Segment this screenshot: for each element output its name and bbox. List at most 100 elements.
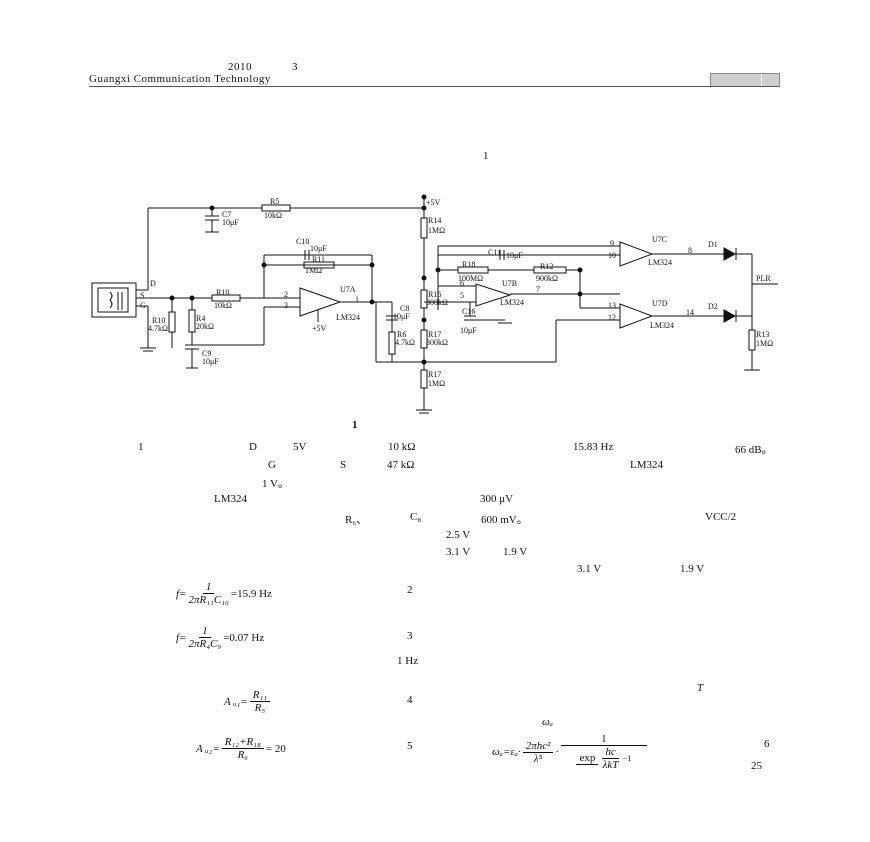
eq5-lhs: A ᵤ₂=	[196, 742, 220, 755]
eq6-numerator-1: 2πhc²	[522, 740, 554, 753]
r11-value: 1MΩ	[305, 266, 323, 275]
eq6-number: 6	[764, 738, 770, 750]
r16-label: R16	[428, 290, 442, 299]
eq5-numerator: R₁₂+R₁₈	[221, 736, 264, 749]
eq4-numerator: R₁₁	[249, 689, 271, 702]
issue-number: 3	[292, 61, 298, 73]
equation-2: f= 1 2πR₁₁C₁₀ =15.9 Hz	[176, 581, 272, 606]
l1-resistance: 10 kΩ	[388, 441, 416, 453]
r12-value: 900kΩ	[536, 274, 558, 283]
pin-7: 7	[536, 285, 540, 294]
pin-2: 2	[284, 290, 288, 299]
eq6-lhs: ωₐ=εₐ·	[492, 746, 521, 758]
equation-4: A ᵤ₁= R₁₁ R₅	[224, 689, 271, 714]
eq4-number: 4	[407, 694, 413, 706]
u7c-label: U7C	[652, 235, 668, 244]
r14-value: 1MΩ	[428, 226, 446, 235]
eq4-fraction: R₁₁ R₅	[249, 689, 271, 714]
u7b-label: U7B	[502, 279, 518, 288]
pin-3: 3	[284, 301, 288, 310]
r4-label: R4	[196, 314, 206, 323]
l7-v1: 3.1 V	[446, 546, 471, 558]
eq3-lhs: f=	[176, 631, 187, 644]
r14-label: R14	[428, 216, 442, 225]
r4-value: 20kΩ	[196, 322, 214, 331]
eq3-denominator: 2πR₄C₉	[188, 638, 222, 650]
eq2-fraction: 1 2πR₁₁C₁₀	[188, 581, 228, 606]
eq6-inner-numerator: hc	[602, 746, 619, 759]
l9-hz: 1 Hz	[397, 655, 419, 667]
r13-value: 1MΩ	[756, 339, 774, 348]
pin-5: 5	[460, 291, 464, 300]
r10-value: 10kΩ	[214, 301, 232, 310]
header-rule	[89, 86, 779, 87]
l1-gain: 66 dB。	[735, 444, 773, 456]
r11-label: R11	[312, 255, 326, 264]
c11-label: C11	[488, 248, 502, 257]
c8-label: C8	[400, 304, 410, 313]
l1-pin: D	[249, 441, 257, 453]
eq6-denominator-2: exp hc λkT −1	[576, 746, 631, 771]
u7d-label: U7D	[652, 299, 668, 308]
l6-voltage: 2.5 V	[446, 529, 471, 541]
r12-label: R12	[540, 262, 554, 271]
r18-value: 100MΩ	[458, 274, 484, 283]
r16-value: 300kΩ	[426, 298, 448, 307]
eq4-lhs: A ᵤ₁=	[224, 695, 248, 708]
r10-label: R10	[216, 288, 230, 297]
l2-g: G	[268, 459, 276, 471]
c16-value: 10μF	[460, 326, 477, 335]
u7a-label: U7A	[340, 285, 356, 294]
l5-millivolt: 600 mV。	[481, 514, 528, 526]
l4-chip: LM324	[214, 493, 247, 505]
l3-voltage: 1 V。	[262, 478, 289, 490]
eq6-top: ωₐ	[542, 716, 553, 728]
d2-label: D2	[708, 302, 718, 311]
eq5-number: 5	[407, 740, 413, 752]
eq2-lhs: f=	[176, 587, 187, 600]
pin-10: 10	[608, 251, 616, 260]
eq6-fraction-1: 2πhc² λ⁵	[522, 740, 554, 765]
u7d-chip: LM324	[650, 321, 674, 330]
c7-value: 10μF	[222, 218, 239, 227]
eq6-inner-fraction: hc λkT	[602, 746, 619, 771]
eq5-denominator: R₆	[237, 749, 249, 761]
l10-T: T	[697, 682, 704, 694]
u7c-chip: LM324	[648, 258, 672, 267]
equation-5: A ᵤ₂= R₁₂+R₁₈ R₆ = 20	[196, 736, 286, 761]
eq6-inner-denominator: λkT	[602, 759, 619, 771]
c7-label: C7	[222, 210, 232, 219]
u7b-chip: LM324	[500, 298, 524, 307]
pin-1: 1	[355, 295, 359, 304]
r13-label: R13	[756, 330, 770, 339]
eq3-number: 3	[407, 630, 413, 642]
r17a-value: 300kΩ	[426, 338, 448, 347]
eq2-rhs: =15.9 Hz	[230, 587, 272, 600]
r17b-value: 1MΩ	[428, 379, 446, 388]
l1-voltage: 5V	[293, 441, 307, 453]
l2-s: S	[340, 459, 347, 471]
pin-6: 6	[460, 279, 464, 288]
pin-g-label: G	[140, 301, 146, 310]
page-number: 25	[751, 760, 762, 772]
circuit-diagram	[91, 194, 778, 414]
pin-14: 14	[686, 308, 694, 317]
eq2-number: 2	[407, 584, 413, 596]
r17b-label: R17	[428, 370, 442, 379]
u7a-chip: LM324	[336, 313, 360, 322]
l5-c8: C₈	[410, 511, 422, 523]
eq5-fraction: R₁₂+R₁₈ R₆	[221, 736, 264, 761]
c11-value: 10μF	[506, 251, 523, 260]
r6-value: 4.7kΩ	[395, 338, 415, 347]
l2-chip: LM324	[630, 459, 663, 471]
c10-value: 10μF	[310, 244, 327, 253]
d1-label: D1	[708, 240, 718, 249]
pin-13: 13	[608, 301, 616, 310]
l1-frequency: 15.83 Hz	[573, 441, 614, 453]
eq3-fraction: 1 2πR₄C₉	[188, 625, 221, 650]
supply-label: +5V	[426, 198, 441, 207]
l1-fig: 1	[138, 441, 144, 453]
equation-3: f= 1 2πR₄C₉ =0.07 Hz	[176, 625, 264, 650]
eq3-numerator: 1	[199, 625, 211, 638]
l7-v2: 1.9 V	[503, 546, 528, 558]
